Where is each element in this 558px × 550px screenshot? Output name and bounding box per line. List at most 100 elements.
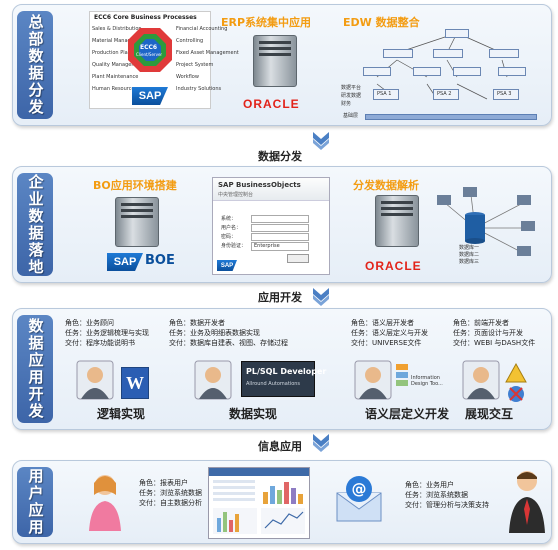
person-icon <box>76 360 114 400</box>
plsql-title: PL/SQL Developer <box>246 367 327 376</box>
deliver-text: 交付：程序功能说明书 <box>65 339 135 347</box>
ecc6-module: Workflow <box>176 74 199 80</box>
task-text: 任务：语义层定义与开发 <box>351 329 428 337</box>
down-arrow-icon <box>313 288 329 306</box>
edw-side-label: 研发数据 <box>341 93 362 99</box>
svg-text:@: @ <box>352 480 367 498</box>
edw-node <box>445 29 469 38</box>
task-text: 任务：页面设计与开发 <box>453 329 523 337</box>
caption-logic: 逻辑实现 <box>97 407 146 421</box>
webi-icon <box>505 363 527 383</box>
band-enterprise-landing: 企业数据落地 BO应用环境搭建 SAP BOE SAP BusinessObje… <box>12 166 552 283</box>
deliver-text: 交付：WEBI 与DASH文件 <box>453 339 536 347</box>
user-task-text: 任务：浏览系统数据 <box>139 489 202 497</box>
person-icon <box>462 360 500 400</box>
password-field[interactable] <box>251 233 309 241</box>
user-deliver-text: 交付：自主数据分析 <box>139 499 202 507</box>
bo-title: BO应用环境搭建 <box>93 179 177 192</box>
edw-bottom-label: 基础层 <box>343 113 359 119</box>
edw-psa-box <box>493 89 519 100</box>
role-text: 角色：前端开发者 <box>453 319 509 327</box>
ecc6-module: Plant Maintenance <box>92 74 139 80</box>
oracle-logo: ORACLE <box>243 97 300 111</box>
plsql-sub: Allround Automations <box>246 381 301 387</box>
sap-logo: SAP <box>217 260 237 271</box>
ecc6-wheel <box>128 28 172 72</box>
bo-server-icon <box>115 197 159 247</box>
edw-psa-label: PSA 2 <box>437 91 452 97</box>
ecc6-module: Industry Solutions <box>176 86 222 92</box>
edw-title: EDW 数据整合 <box>343 16 420 29</box>
person-icon <box>194 360 232 400</box>
sap-logo: SAP <box>132 87 168 105</box>
bo-login-window: SAP BusinessObjects 中央管理控制台 系统： 用户名： 密码：… <box>212 177 330 275</box>
task-text: 任务：业务逻辑梳理与实现 <box>65 329 149 337</box>
arrow-label-distribution: 数据分发 <box>258 150 302 163</box>
db-label: 数据库三 <box>459 259 480 265</box>
ecc6-module: Material Management <box>92 38 147 44</box>
edw-side-label: 财务 <box>341 101 352 107</box>
plsql-logo: PL/SQL Developer Allround Automations <box>241 361 326 397</box>
boe-text: BOE <box>145 253 175 268</box>
user-role-text: 角色：报表用户 <box>139 479 188 487</box>
dist-title: 分发数据解析 <box>353 179 419 192</box>
ecc6-center-sub: Client/Server <box>136 52 163 57</box>
edw-psa-box <box>373 89 399 100</box>
login-label: 身份验证： <box>221 243 247 249</box>
deliver-text: 交付：数据库自建表、视图、存储过程 <box>169 339 288 347</box>
ecc6-module: Financial Accounting <box>176 26 228 32</box>
ecc6-module: Sales & Distribution <box>92 26 142 32</box>
edw-node <box>363 67 391 76</box>
email-icon: @ <box>336 476 382 522</box>
system-field[interactable] <box>251 215 309 223</box>
down-arrow-icon <box>313 434 329 452</box>
dist-server-icon <box>375 195 419 247</box>
role-text: 角色：业务顾问 <box>65 319 114 327</box>
erp-server-icon <box>253 35 297 87</box>
username-field[interactable] <box>251 224 309 232</box>
role-text: 角色：数据开发者 <box>169 319 225 327</box>
erp-title: ERP系统集中应用 <box>221 16 312 29</box>
ecc6-center-label: ECC6 <box>140 44 158 51</box>
db-label: 数据库二 <box>459 252 480 258</box>
bo-login-title: SAP BusinessObjects <box>218 181 301 189</box>
login-label: 密码： <box>221 234 237 240</box>
login-submit-button[interactable] <box>287 254 309 263</box>
user-deliver-text: 交付：管理分析与决策支持 <box>405 501 489 509</box>
db-label: 数据库一 <box>459 245 480 251</box>
task-text: 任务：业务及明细表数据实现 <box>169 329 260 337</box>
ecc6-module: Production Planning <box>92 50 142 56</box>
business-user-icon <box>509 471 545 533</box>
ecc6-title: ECC6 Core Business Processes <box>94 14 197 21</box>
login-label: 系统： <box>221 216 237 222</box>
caption-semantic: 语义层定义开发 <box>365 407 450 421</box>
edw-node <box>489 49 519 58</box>
sap-logo: SAP <box>107 253 143 271</box>
deliver-text: 交付：UNIVERSE文件 <box>351 339 422 347</box>
ecc6-module: Project System <box>176 62 214 68</box>
edw-node <box>453 67 481 76</box>
person-icon <box>354 360 392 400</box>
word-icon-letter: W <box>126 373 144 393</box>
info-design-icon <box>396 364 408 386</box>
arrow-label-info-app: 信息应用 <box>258 440 302 453</box>
info-design-label: Information Design Too... <box>411 375 443 387</box>
band-user-app: 用户应用 角色：报表用户 任务：浏览系统数据 交付：自主数据分析 @ 角色：业务… <box>12 460 552 544</box>
user-task-text: 任务：浏览系统数据 <box>405 491 468 499</box>
auth-select[interactable]: Enterprise <box>251 242 309 251</box>
edw-bottom-bar <box>365 114 537 120</box>
bo-login-header: SAP BusinessObjects 中央管理控制台 <box>213 178 329 201</box>
band-tab-dev: 数据应用开发 <box>17 315 53 423</box>
dash-icon <box>508 386 524 402</box>
band-hq-distribution: 总部数据分发 ECC6 Core Business Processes Sale… <box>12 4 552 126</box>
word-icon: W <box>121 367 149 399</box>
edw-node <box>433 49 463 58</box>
ecc6-module: Human Resources <box>92 86 138 92</box>
ecc6-diagram: ECC6 Core Business Processes Sales & Dis… <box>89 11 239 109</box>
female-user-icon <box>89 475 121 531</box>
caption-data: 数据实现 <box>229 407 278 421</box>
edw-side-label: 数据平台 <box>341 85 362 91</box>
bo-login-subtitle: 中央管理控制台 <box>218 192 254 198</box>
login-label: 用户名： <box>221 225 242 231</box>
edw-node <box>383 49 413 58</box>
